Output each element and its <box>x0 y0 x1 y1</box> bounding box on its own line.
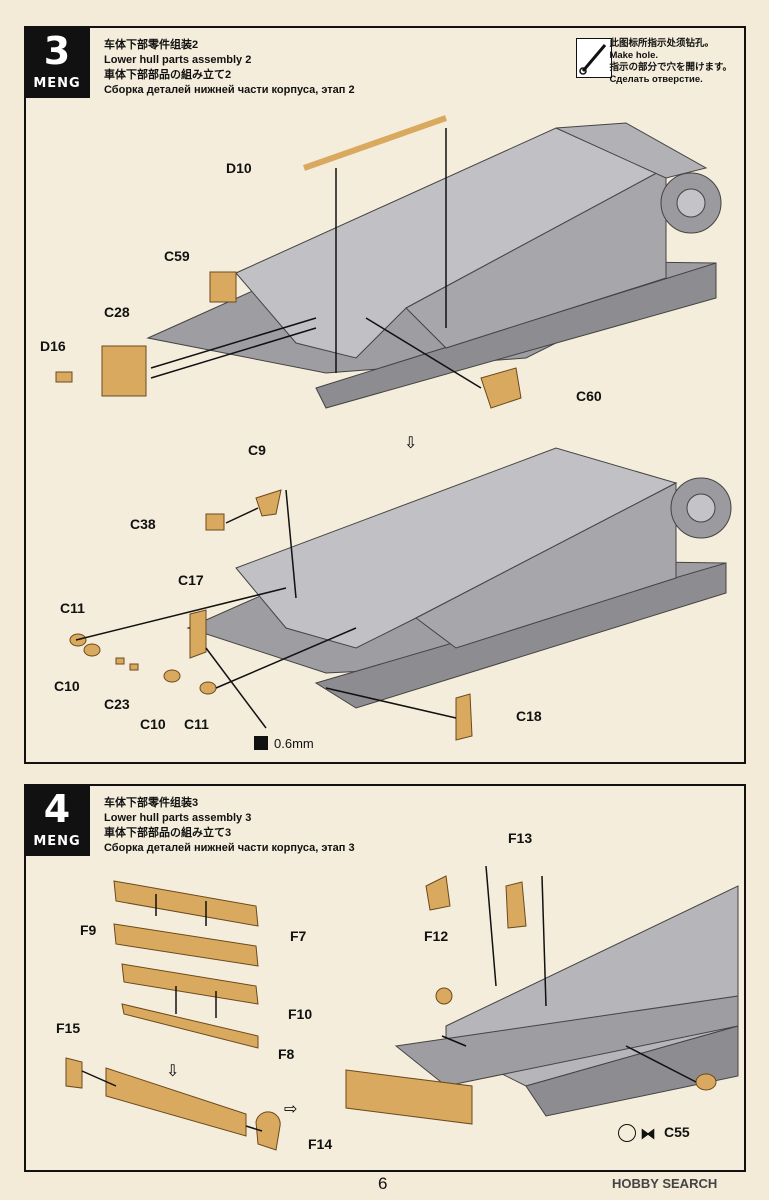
note-en: Make hole. <box>609 50 659 61</box>
drill-icon <box>576 38 612 78</box>
title-ru: Сборка деталей нижней части корпуса, эта… <box>104 842 355 854</box>
step-titles: 车体下部零件组装2 Lower hull parts assembly 2 車体… <box>104 38 355 98</box>
part-label: C11 <box>60 600 85 616</box>
part-label: C23 <box>104 696 130 712</box>
title-ja: 車体下部部品の組み立て2 <box>104 69 232 81</box>
drill-note: 此图标所指示处须钻孔。 Make hole. 指示の部分で穴を開けます。 Сде… <box>609 38 732 86</box>
part-label: C10 <box>140 716 166 732</box>
down-arrow-icon: ⇩ <box>404 435 417 452</box>
part-label: C60 <box>576 388 602 404</box>
upper-hull <box>146 122 722 409</box>
part-label: F12 <box>424 928 449 944</box>
part-label: F14 <box>308 1136 333 1152</box>
part-label: C59 <box>164 248 190 264</box>
parts-right <box>345 875 717 1125</box>
part-label: D10 <box>226 160 252 176</box>
right-arrow-icon: ⇨ <box>284 1101 297 1118</box>
part-label: C10 <box>54 678 80 694</box>
arrows-bottom <box>75 489 457 729</box>
watermark-brand: HOBBY <box>612 1176 659 1191</box>
title-ja: 車体下部部品の組み立て3 <box>104 827 232 839</box>
step-4-illustration: ⇩ ⇨ <box>65 865 739 1151</box>
step-badge: 4 MENG <box>24 784 90 856</box>
part-label: F10 <box>288 1006 313 1022</box>
step-number: 4 <box>43 787 71 831</box>
lower-hull <box>186 447 732 709</box>
note-ru: Сделать отверстие. <box>609 74 703 85</box>
parts-bottom <box>69 489 473 741</box>
title-en: Lower hull parts assembly 3 <box>104 812 252 824</box>
brand-logo: MENG <box>33 834 81 849</box>
title-ru: Сборка деталей нижней части корпуса, эта… <box>104 84 355 96</box>
title-en: Lower hull parts assembly 2 <box>104 54 252 66</box>
arrows-top <box>150 128 482 389</box>
part-label: D16 <box>40 338 66 354</box>
part-label: C9 <box>248 442 266 458</box>
hull-section <box>394 885 739 1117</box>
brand-logo: MENG <box>33 76 81 91</box>
step-3-illustration: ⇩ <box>55 115 732 741</box>
note-zh: 此图标所指示处须钻孔。 <box>609 38 714 49</box>
watermark-text: SEARCH <box>662 1176 718 1191</box>
part-label: F8 <box>278 1046 295 1062</box>
down-arrow-icon: ⇩ <box>166 1063 179 1080</box>
bowtie-icon: ⧓ <box>640 1126 656 1143</box>
watermark: HOBBY SEARCH <box>612 1176 717 1191</box>
drill-size: 0.6mm <box>274 736 314 751</box>
part-label: F7 <box>290 928 307 944</box>
drill-hole-icon <box>618 1124 636 1142</box>
drill-icon <box>254 736 268 750</box>
part-label: C18 <box>516 708 542 724</box>
parts-top <box>55 115 522 409</box>
grille-parts <box>65 880 281 1151</box>
part-label: F9 <box>80 922 97 938</box>
title-zh: 车体下部零件组装3 <box>104 797 199 809</box>
step-badge: 3 MENG <box>24 26 90 98</box>
part-label: C17 <box>178 572 204 588</box>
step-number: 3 <box>43 29 71 73</box>
arrows-step4 <box>81 865 697 1132</box>
part-label: F13 <box>508 830 533 846</box>
title-zh: 车体下部零件组装2 <box>104 39 199 51</box>
part-label: C28 <box>104 304 130 320</box>
step-titles: 车体下部零件组装3 Lower hull parts assembly 3 車体… <box>104 796 355 856</box>
page-number: 6 <box>378 1174 388 1193</box>
part-label: C38 <box>130 516 156 532</box>
note-ja: 指示の部分で穴を開けます。 <box>609 62 732 73</box>
part-label: C55 <box>664 1124 690 1140</box>
part-label: C11 <box>184 716 209 732</box>
step-3-panel: 3 MENG 车体下部零件组装2 Lower hull parts assemb… <box>24 26 746 764</box>
part-label: F15 <box>56 1020 81 1036</box>
step-4-panel: 4 MENG 车体下部零件组装3 Lower hull parts assemb… <box>24 784 746 1172</box>
